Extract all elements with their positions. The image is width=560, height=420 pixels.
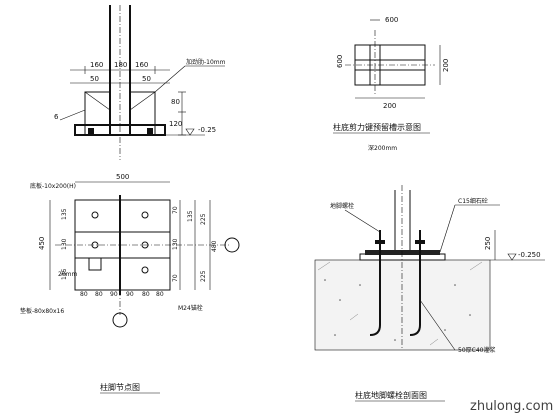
plan-bottom-dim-4: 90 <box>126 291 134 298</box>
plan-right-dim-7: 225 <box>200 270 207 282</box>
washer-note: 垫板-80x80x16 <box>20 307 64 315</box>
plan-bottom-dim-3: 90 <box>110 291 118 298</box>
base-plate-plan: 500 底板-10x200(H) 450 135 130 135 70 130 … <box>20 173 240 394</box>
plan-right-dim-1: 70 <box>172 206 179 214</box>
bolt-holes <box>88 211 149 274</box>
dim-50-left: 50 <box>90 75 99 83</box>
key-dim-bottom: 200 <box>383 102 396 110</box>
shear-key-title: 柱底剪力键预留槽示意图 <box>333 122 421 132</box>
key-dim-right: 200 <box>442 59 450 72</box>
plan-bottom-dim-6: 80 <box>156 291 164 298</box>
anchor-bolt-section: 250 -0.250 C15细石砼 50厚C40灌浆 地脚螺栓 柱底地脚螺栓剖面… <box>314 185 545 402</box>
grout-note: 50厚C40灌浆 <box>458 346 495 354</box>
plan-bottom-dim-2: 80 <box>95 291 103 298</box>
plan-right-dim-5: 225 <box>200 213 207 225</box>
plan-left-dim-2: 130 <box>61 238 68 250</box>
shear-key-note: 深200mm <box>368 144 397 152</box>
hole-spacing-note: 20mm <box>58 271 77 278</box>
anchor-bolts <box>369 230 425 336</box>
plan-left-dim-1: 135 <box>61 208 68 220</box>
column-base-title: 柱脚节点图 <box>100 382 140 392</box>
plan-width-dim: 500 <box>116 173 129 181</box>
bolt-note: M24锚栓 <box>178 304 203 312</box>
column-base-elevation: 160 180 160 50 50 80 120 加劲肋-10mm 6 -0.2… <box>54 5 226 160</box>
dim-180: 180 <box>114 61 127 69</box>
dim-160-right: 160 <box>135 61 148 69</box>
plan-bottom-dim-5: 80 <box>142 291 150 298</box>
plan-right-dim-3: 70 <box>172 274 179 282</box>
bolt-label: 地脚螺栓 <box>330 202 354 210</box>
shear-key-pocket: 600 600 200 200 柱底剪力键预留槽示意图 深200mm <box>333 16 450 152</box>
dim-80-top: 80 <box>171 98 180 106</box>
plan-left-dim-3: 135 <box>61 268 68 280</box>
base-elevation: -0.25 <box>198 126 216 134</box>
watermark: zhulong.com <box>470 399 553 414</box>
stiffener-note: 加劲肋-10mm <box>186 58 226 66</box>
plan-height-dim: 450 <box>38 237 46 250</box>
section-depth-dim: 250 <box>484 237 492 250</box>
plan-bottom-dim-1: 80 <box>80 291 88 298</box>
key-dim-left: 600 <box>336 55 344 68</box>
key-dim-top: 600 <box>385 16 398 24</box>
dim-120: 120 <box>169 120 182 128</box>
dim-160-left: 160 <box>90 61 103 69</box>
plan-right-dim-6: 480 <box>211 240 218 252</box>
dim-50-right: 50 <box>142 75 151 83</box>
plan-right-dim-4: 135 <box>187 210 194 222</box>
anchor-section-title: 柱底地脚螺栓剖面图 <box>355 390 427 400</box>
weld-size-label: 6 <box>54 113 59 121</box>
baseplate-note: 底板-10x200(H) <box>30 182 76 190</box>
section-elevation: -0.250 <box>518 251 541 259</box>
concrete-note: C15细石砼 <box>458 197 488 205</box>
plan-right-dim-2: 130 <box>172 238 179 250</box>
